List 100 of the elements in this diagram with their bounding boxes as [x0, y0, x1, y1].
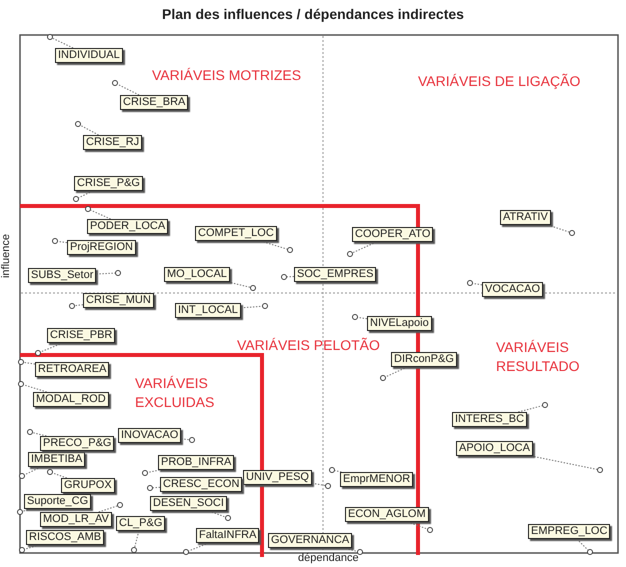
variable-label: CRISE_RJ: [83, 135, 142, 150]
leader-line: [40, 342, 64, 352]
leader-line: [518, 405, 543, 412]
variable-label: ECON_AGLOM: [345, 507, 429, 522]
leader-line: [208, 510, 226, 518]
axis-title: influence: [0, 234, 12, 278]
variable-label: INDIVIDUAL: [55, 48, 123, 63]
data-point: [427, 527, 433, 533]
data-point: [18, 381, 24, 387]
axis-title: dépendance: [298, 552, 359, 564]
leader-line: [74, 304, 84, 306]
variable-label: PRECO_P&G: [40, 436, 114, 451]
data-point: [467, 280, 473, 286]
variable-label: INT_LOCAL: [175, 303, 241, 318]
leader-line: [24, 466, 42, 476]
variable-label: ProjREGION: [67, 240, 136, 255]
data-point: [17, 509, 23, 515]
leader-line: [32, 432, 47, 436]
leader-line: [407, 522, 428, 530]
variable-label: FaltaINFRA: [196, 528, 260, 543]
variable-label: MO_LOCAL: [164, 267, 230, 282]
leader-line: [80, 124, 100, 136]
variable-label: DESEN_SOCI: [150, 496, 227, 511]
variable-label: COOPER_ATO: [352, 227, 434, 242]
variable-label: VOCACAO: [482, 282, 544, 297]
quadrant-label: VARIÁVEIS EXCLUIDAS: [135, 374, 216, 412]
leader-line: [52, 472, 68, 478]
variable-label: PROB_INFRA: [158, 455, 234, 470]
data-point: [262, 303, 268, 309]
data-point: [569, 230, 575, 236]
data-point: [131, 547, 137, 553]
variable-label: CRISE_MUN: [83, 293, 154, 308]
data-point: [73, 196, 79, 202]
variable-label: INOVACAO: [118, 428, 182, 443]
data-point: [112, 80, 118, 86]
data-point: [147, 485, 153, 491]
variable-label: IMBETIBA: [28, 452, 86, 467]
leader-line: [311, 482, 326, 486]
variable-label: EMPREG_LOC: [528, 524, 610, 539]
leader-line: [23, 384, 48, 392]
data-point: [597, 467, 603, 473]
variable-label: COMPET_LOC: [195, 226, 277, 241]
leader-line: [96, 272, 116, 274]
variable-label: INTERES_BC: [452, 412, 528, 427]
data-point: [357, 549, 363, 555]
leader-line: [90, 210, 112, 220]
leader-line: [23, 362, 36, 365]
variable-label: CRISE_PBR: [47, 328, 116, 343]
data-point: [27, 429, 33, 435]
variable-label: APOIO_LOCA: [456, 441, 533, 456]
variable-label: CRISE_BRA: [120, 95, 188, 110]
leader-line: [78, 190, 94, 198]
variable-label: CRESC_ECON: [160, 477, 242, 492]
variable-label: MODAL_ROD: [33, 392, 109, 407]
data-point: [115, 270, 121, 276]
leader-line: [52, 38, 74, 48]
variable-label: GOVERNANCA: [268, 533, 352, 548]
leader-line: [22, 508, 32, 512]
variable-label: PODER_LOCA: [87, 219, 168, 234]
leader-line: [240, 306, 262, 308]
variable-label: NIVELapoio: [367, 316, 432, 331]
data-point: [587, 549, 593, 555]
leader-line: [188, 542, 210, 552]
data-point: [325, 483, 331, 489]
variable-label: Suporte_CG: [24, 494, 92, 509]
data-point: [281, 274, 287, 280]
chart-title: Plan des influences / dépendances indirectes: [161, 6, 465, 22]
data-point: [47, 469, 53, 475]
leader-line: [357, 316, 368, 320]
data-point: [329, 467, 335, 473]
leader-line: [342, 548, 358, 552]
variable-label: SUBS_Setor: [28, 268, 96, 283]
leader-line: [152, 486, 160, 488]
data-point: [347, 251, 353, 257]
leader-line: [228, 282, 251, 288]
data-point: [69, 303, 75, 309]
leader-line: [24, 544, 40, 550]
variable-label: UNIV_PESQ: [243, 470, 312, 485]
data-point: [542, 402, 548, 408]
leader-line: [180, 438, 190, 440]
data-point: [189, 437, 195, 443]
leader-line: [547, 224, 570, 233]
leader-line: [352, 242, 377, 254]
leader-line: [385, 366, 408, 378]
variable-label: DIRconP&G: [391, 352, 457, 367]
variable-label: EmprMENOR: [340, 472, 414, 487]
data-point: [52, 238, 58, 244]
leader-line: [530, 456, 598, 470]
leader-line: [260, 240, 288, 250]
quadrant-label: VARIÁVEIS MOTRIZES: [152, 66, 302, 85]
variable-label: ATRATIV: [500, 210, 551, 225]
data-point: [18, 359, 24, 365]
variable-label: RETROAREA: [35, 362, 110, 377]
leader-line: [472, 282, 482, 286]
data-point: [142, 470, 148, 476]
leader-line: [134, 530, 140, 548]
data-point: [287, 247, 293, 253]
leader-line: [57, 240, 68, 244]
leader-line: [334, 470, 342, 472]
data-point: [225, 515, 231, 521]
